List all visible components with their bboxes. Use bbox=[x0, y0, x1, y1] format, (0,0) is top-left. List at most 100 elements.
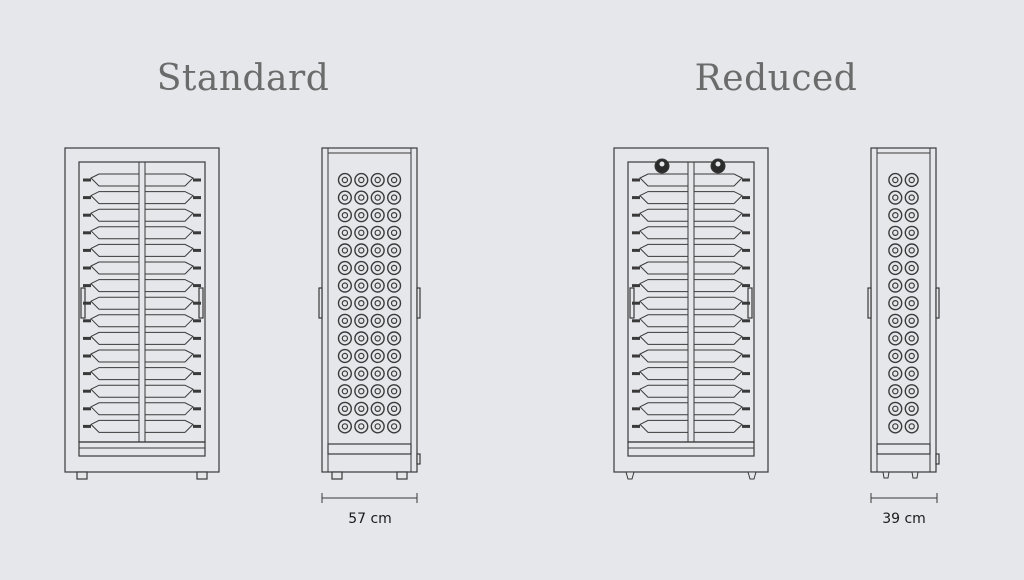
cabinet-body bbox=[613, 147, 769, 473]
bottle-end bbox=[888, 313, 903, 328]
bottle bbox=[83, 384, 140, 398]
bottle-end bbox=[904, 190, 919, 205]
bottle-end-outer bbox=[354, 384, 369, 399]
bottle-end bbox=[888, 190, 903, 205]
bottle bbox=[144, 384, 201, 398]
side-handle-left bbox=[867, 287, 872, 319]
bottle-end-inner bbox=[374, 388, 381, 395]
bottle-end-outer bbox=[888, 331, 903, 346]
bottle-end-outer bbox=[354, 172, 369, 188]
side-handle-right bbox=[416, 287, 421, 319]
bottle-end bbox=[888, 384, 903, 399]
bottle-end bbox=[354, 384, 369, 399]
bottle-end-inner bbox=[358, 300, 365, 307]
bottle bbox=[693, 243, 750, 257]
bottle-end bbox=[354, 260, 369, 276]
bottle-end-inner bbox=[908, 211, 915, 219]
bottle-end-outer bbox=[337, 366, 353, 381]
bottle bbox=[693, 367, 750, 381]
bottle-end bbox=[904, 278, 919, 293]
bottle-end-inner bbox=[892, 352, 899, 360]
bottle-body bbox=[693, 191, 743, 205]
bottle-end-outer bbox=[904, 208, 919, 223]
bottle-end bbox=[354, 331, 369, 346]
bottle-body bbox=[90, 314, 140, 328]
side-knob bbox=[416, 453, 421, 465]
bottle-end bbox=[888, 225, 903, 240]
bottle-end-outer bbox=[888, 401, 903, 416]
bottle bbox=[632, 296, 689, 310]
bottle-end-outer bbox=[904, 313, 919, 328]
foot-right bbox=[747, 471, 757, 480]
standard-heading: Standard bbox=[156, 58, 330, 99]
bottle-end bbox=[370, 419, 385, 434]
bottle-body bbox=[144, 296, 194, 310]
bottle-end bbox=[354, 348, 369, 364]
bottle-end-inner bbox=[390, 388, 398, 395]
bottle-end bbox=[337, 296, 353, 311]
bottle-end bbox=[354, 401, 369, 416]
bottle-body bbox=[90, 384, 140, 398]
bottle-end-outer bbox=[337, 348, 353, 364]
bottle-body bbox=[639, 261, 689, 275]
bottle-end-outer bbox=[904, 384, 919, 399]
bottle-end bbox=[904, 331, 919, 346]
bottle-end bbox=[337, 225, 353, 240]
bottle-end-inner bbox=[908, 352, 915, 360]
bottle-end-outer bbox=[387, 190, 402, 205]
foot-right bbox=[196, 471, 208, 480]
bottle-end bbox=[387, 190, 402, 205]
bottle-end-outer bbox=[337, 296, 353, 311]
bottle-end-inner bbox=[892, 282, 899, 289]
bottle-body bbox=[693, 173, 743, 187]
bottle-end bbox=[337, 348, 353, 364]
bottle-body bbox=[639, 243, 689, 257]
side-foot-right bbox=[911, 471, 919, 479]
bottle-end bbox=[337, 190, 353, 205]
bottle bbox=[632, 419, 689, 433]
bottle-end-outer bbox=[387, 208, 402, 223]
bottle-end-inner bbox=[908, 300, 915, 307]
bottle bbox=[693, 296, 750, 310]
bottle-body bbox=[639, 367, 689, 381]
bottle-end bbox=[337, 366, 353, 381]
bottle bbox=[144, 367, 201, 381]
bottle-end-inner bbox=[374, 247, 381, 254]
bottle-end bbox=[370, 296, 385, 311]
bottle-end bbox=[904, 313, 919, 328]
bottle-end-inner bbox=[358, 423, 365, 430]
bottom-panel bbox=[627, 441, 755, 457]
side-bottom-panel bbox=[327, 443, 412, 455]
bottle-end-outer bbox=[370, 243, 385, 258]
bottle-body bbox=[693, 243, 743, 257]
bottle bbox=[144, 226, 201, 240]
bottle-end bbox=[888, 260, 903, 276]
bottle-end bbox=[354, 278, 369, 293]
side-body bbox=[870, 147, 937, 473]
bottle-body bbox=[90, 243, 140, 257]
bottle-end-inner bbox=[358, 194, 365, 201]
foot-left bbox=[625, 471, 635, 480]
bottle-body bbox=[639, 279, 689, 293]
bottle-end bbox=[904, 401, 919, 416]
bottle-end-outer bbox=[387, 313, 402, 328]
bottle-end-outer bbox=[370, 348, 385, 364]
standard-side-view bbox=[318, 147, 421, 480]
bottle-end bbox=[337, 172, 353, 188]
bottle bbox=[632, 261, 689, 275]
bottle-end-inner bbox=[908, 176, 915, 184]
bottle bbox=[693, 279, 750, 293]
bottle-body bbox=[144, 384, 194, 398]
bottle-end-inner bbox=[908, 423, 915, 430]
bottle-end bbox=[370, 172, 385, 188]
bottle-end-inner bbox=[358, 335, 365, 342]
bottle-end-outer bbox=[888, 225, 903, 240]
bottle-end-inner bbox=[892, 211, 899, 219]
bottle-end-inner bbox=[908, 370, 915, 377]
bottle bbox=[83, 367, 140, 381]
bottle-body bbox=[639, 419, 689, 433]
bottle-end bbox=[370, 243, 385, 258]
bottle-end bbox=[904, 419, 919, 434]
bottle-end-outer bbox=[904, 331, 919, 346]
bottle-end-outer bbox=[888, 384, 903, 399]
